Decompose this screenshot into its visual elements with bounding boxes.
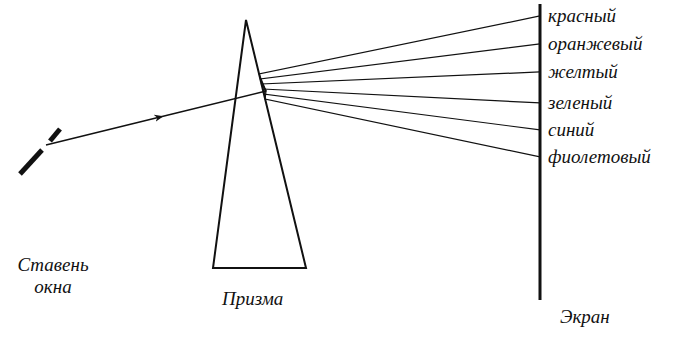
prism-label: Призма xyxy=(222,288,283,310)
spectrum-rays xyxy=(259,16,540,157)
color-label: зеленый xyxy=(548,92,612,114)
color-label: оранжевый xyxy=(548,33,642,55)
window-shutter xyxy=(20,129,60,174)
spectrum-ray xyxy=(263,89,540,103)
shutter-label: Ставень окна xyxy=(8,254,98,298)
screen-label: Экран xyxy=(560,306,610,328)
color-label: фиолетовый xyxy=(548,146,651,168)
spectrum-ray xyxy=(260,44,540,91)
prism xyxy=(213,20,306,268)
spectrum-ray xyxy=(261,72,540,91)
spectrum-ray xyxy=(259,16,540,91)
color-label: синий xyxy=(548,119,594,141)
screen xyxy=(539,4,542,300)
spectrum-ray xyxy=(264,91,540,130)
color-label: красный xyxy=(548,5,616,27)
color-label: желтый xyxy=(548,61,618,83)
spectrum-ray xyxy=(265,91,540,157)
